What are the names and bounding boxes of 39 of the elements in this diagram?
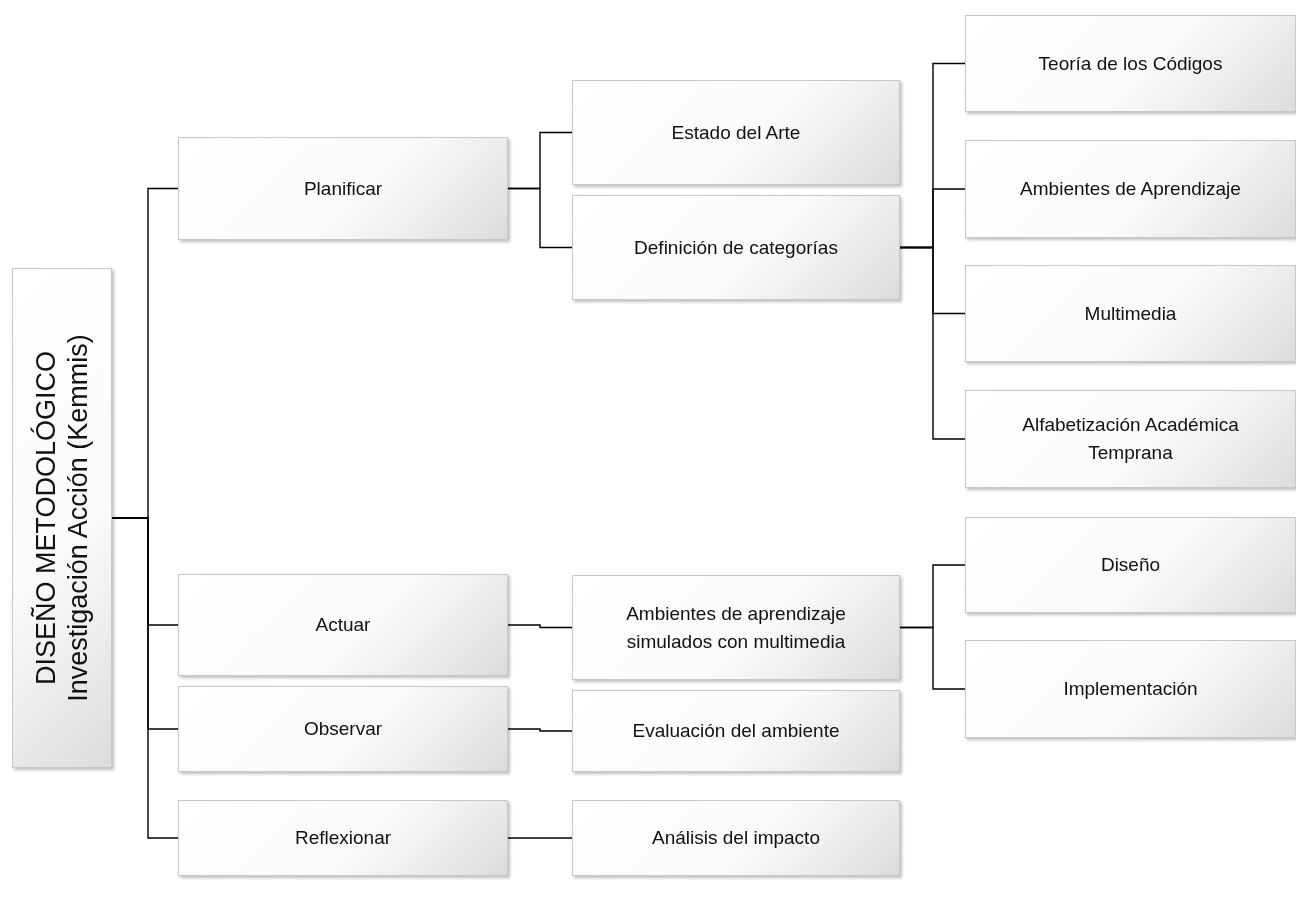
node-label: Análisis del impacto: [652, 826, 820, 851]
node-label: Ambientes de aprendizaje simulados con multimedia: [625, 601, 847, 654]
node-label: Diseño: [1100, 553, 1161, 578]
process-box: [178, 686, 508, 772]
node-label: Alfabetización Académica Temprana: [1021, 413, 1240, 465]
node-label: Implementación: [1063, 677, 1198, 702]
connector-line: [899, 626, 966, 690]
process-box: [178, 137, 508, 240]
process-box: [965, 640, 1296, 738]
process-box: [572, 575, 900, 680]
process-box: [965, 15, 1296, 112]
process-box: [965, 140, 1296, 238]
node-label: Planificar: [303, 176, 383, 201]
node-label: Actuar: [315, 613, 371, 638]
connector-line: [899, 246, 966, 440]
title-text: DISEÑO METODOLÓGICO: [29, 351, 62, 686]
process-box: [572, 690, 900, 772]
root-box: [12, 268, 112, 768]
process-box: [178, 800, 508, 876]
process-box: [178, 574, 508, 676]
process-box: [965, 390, 1296, 488]
node-label: Observar: [303, 717, 383, 742]
node-label: Definición de categorías: [634, 235, 838, 260]
process-box: [572, 800, 900, 876]
process-box: [965, 517, 1296, 613]
node-label: Teoría de los Códigos: [1038, 51, 1223, 76]
node-label: Ambientes de Aprendizaje: [1020, 177, 1241, 202]
title-text: Investigación Acción (Kemmis): [62, 334, 94, 702]
process-box: [572, 80, 900, 185]
connector-line: [507, 624, 573, 629]
node-label: Estado del Arte: [671, 120, 801, 145]
connector-line: [507, 728, 573, 732]
node-label: Reflexionar: [294, 826, 392, 851]
node-label: Evaluación del ambiente: [632, 719, 840, 744]
connector-line: [507, 837, 573, 839]
process-box: [965, 265, 1296, 362]
node-label: Multimedia: [1084, 301, 1177, 326]
connector-line: [507, 187, 573, 249]
process-box: [572, 195, 900, 300]
